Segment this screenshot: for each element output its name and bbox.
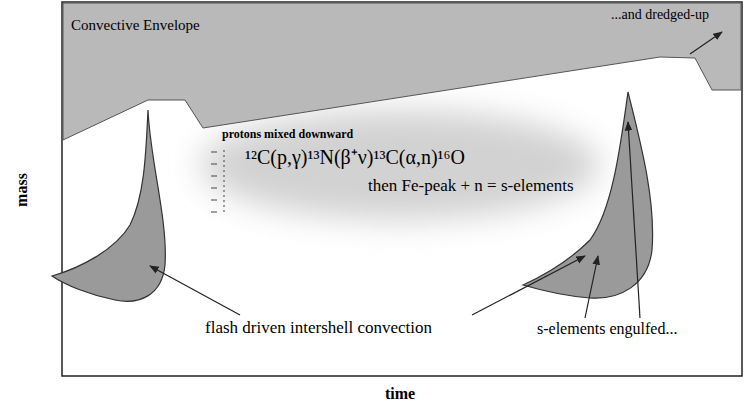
proton-mixing-dashes xyxy=(211,150,224,212)
callout-label: s-elements engulfed... xyxy=(537,320,677,338)
axis-title: mass xyxy=(13,173,31,207)
leader-arrow xyxy=(628,122,640,318)
leader-arrow xyxy=(472,256,585,315)
callout-label: flash driven intershell convection xyxy=(205,318,432,338)
leader-arrow xyxy=(150,266,240,315)
reaction-chain: ¹²C(p,γ)¹³N(β⁺ν)¹³C(α,n)¹⁶O xyxy=(245,146,465,169)
plot-frame xyxy=(62,2,742,376)
leader-arrow xyxy=(585,256,598,318)
convective-envelope-band: Convective Envelope ...and dredged-up xyxy=(63,3,741,143)
process-note: then Fe-peak + n = s-elements xyxy=(368,176,574,196)
leader-lines xyxy=(150,122,640,318)
process-note: protons mixed downward xyxy=(222,128,353,142)
dredge-up-arrow xyxy=(690,32,722,54)
intershell-shading xyxy=(200,110,600,220)
convection-flame-left xyxy=(52,110,165,301)
region-label: ...and dredged-up xyxy=(611,7,709,23)
region-label: Convective Envelope xyxy=(71,17,200,34)
envelope-region xyxy=(63,3,741,140)
convection-flame-right xyxy=(523,92,653,298)
axis-title: time xyxy=(385,385,415,403)
